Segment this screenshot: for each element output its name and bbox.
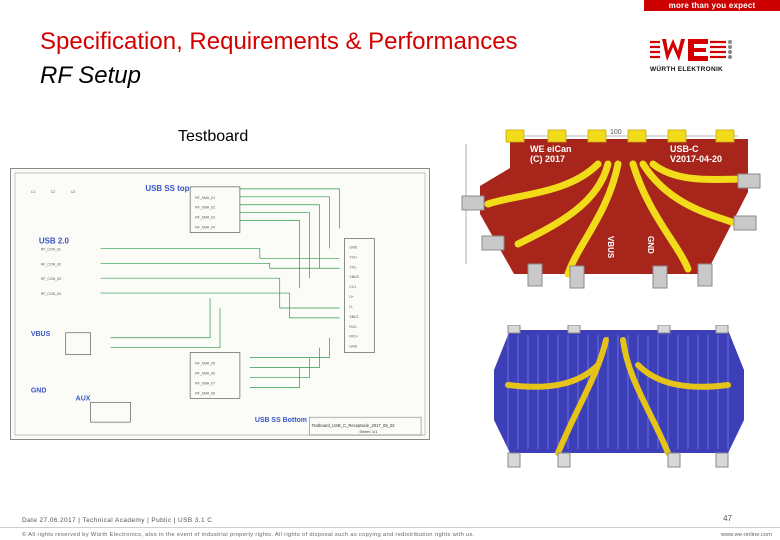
silk-copyright: (C) 2017: [530, 154, 565, 164]
svg-text:GND: GND: [349, 345, 357, 349]
svg-text:RF_CON_02: RF_CON_02: [41, 262, 61, 266]
label-usb-ss-bottom: USB SS Bottom: [255, 417, 307, 424]
schematic-title-block: Testboard_USB_C_Receptacle_2017_05_02: [312, 423, 396, 428]
svg-text:SBU1: SBU1: [349, 315, 358, 319]
slide-title: Specification, Requirements & Performanc…: [40, 28, 518, 55]
svg-text:RX2+: RX2+: [349, 335, 358, 339]
top-bar: [0, 0, 780, 10]
svg-text:D+: D+: [349, 295, 354, 299]
svg-text:C1: C1: [31, 190, 36, 194]
svg-text:RF_SMA_05: RF_SMA_05: [195, 362, 215, 366]
footer-divider: [0, 527, 780, 528]
svg-text:C3: C3: [71, 190, 76, 194]
brand-tagline: more than you expect: [644, 0, 780, 11]
label-aux: AUX: [76, 395, 91, 402]
copyright-notice: © All rights reserved by Würth Electroni…: [22, 532, 475, 538]
svg-text:VBUS: VBUS: [349, 275, 359, 279]
svg-text:CC1: CC1: [349, 285, 356, 289]
svg-text:GND: GND: [349, 245, 357, 249]
website-link[interactable]: www.we-online.com: [720, 532, 772, 538]
dimension-width: 100: [610, 129, 622, 136]
schematic-sheet: Sheet: 1/1: [359, 429, 378, 434]
svg-text:C2: C2: [51, 190, 56, 194]
svg-text:RF_CON_04: RF_CON_04: [41, 292, 61, 296]
page-number: 47: [723, 514, 732, 523]
svg-text:RX2-: RX2-: [349, 325, 357, 329]
logo-wordmark: WÜRTH ELEKTRONIK: [650, 66, 724, 73]
svg-text:RF_SMA_08: RF_SMA_08: [195, 391, 215, 395]
svg-text:TX1+: TX1+: [349, 255, 357, 259]
pcb-bottom-layer: [494, 325, 744, 468]
svg-text:RF_CON_03: RF_CON_03: [41, 277, 61, 281]
we-logo-icon: [650, 39, 732, 61]
pcb-top-layer: 100 15 WE eiCan (C) 2017 USB-C V2017-04-…: [461, 129, 761, 289]
label-usb-ss-top: USB SS top: [145, 184, 189, 193]
footer-info: Date 27.06.2017 | Technical Academy | Pu…: [22, 517, 213, 524]
svg-text:RF_SMA_03: RF_SMA_03: [195, 216, 215, 220]
silk-gnd: GND: [646, 236, 655, 254]
silk-version: V2017-04-20: [670, 154, 722, 164]
silk-we-eican: WE eiCan: [530, 144, 572, 154]
svg-text:RF_CON_01: RF_CON_01: [41, 247, 61, 251]
svg-text:RF_SMA_07: RF_SMA_07: [195, 381, 215, 385]
silk-vbus: VBUS: [606, 236, 615, 259]
svg-text:RF_SMA_06: RF_SMA_06: [195, 371, 215, 375]
slide-subtitle: RF Setup: [40, 62, 141, 89]
svg-text:RF_SMA_04: RF_SMA_04: [195, 226, 215, 230]
svg-text:TX1-: TX1-: [349, 265, 357, 269]
testboard-heading: Testboard: [178, 128, 249, 145]
svg-text:RF_SMA_01: RF_SMA_01: [195, 196, 215, 200]
silk-usb-c: USB-C: [670, 144, 699, 154]
label-usb-2: USB 2.0: [39, 236, 70, 245]
label-gnd: GND: [31, 387, 46, 394]
label-vbus: VBUS: [31, 331, 51, 338]
svg-text:D-: D-: [349, 305, 353, 309]
svg-text:RF_SMA_02: RF_SMA_02: [195, 206, 215, 210]
